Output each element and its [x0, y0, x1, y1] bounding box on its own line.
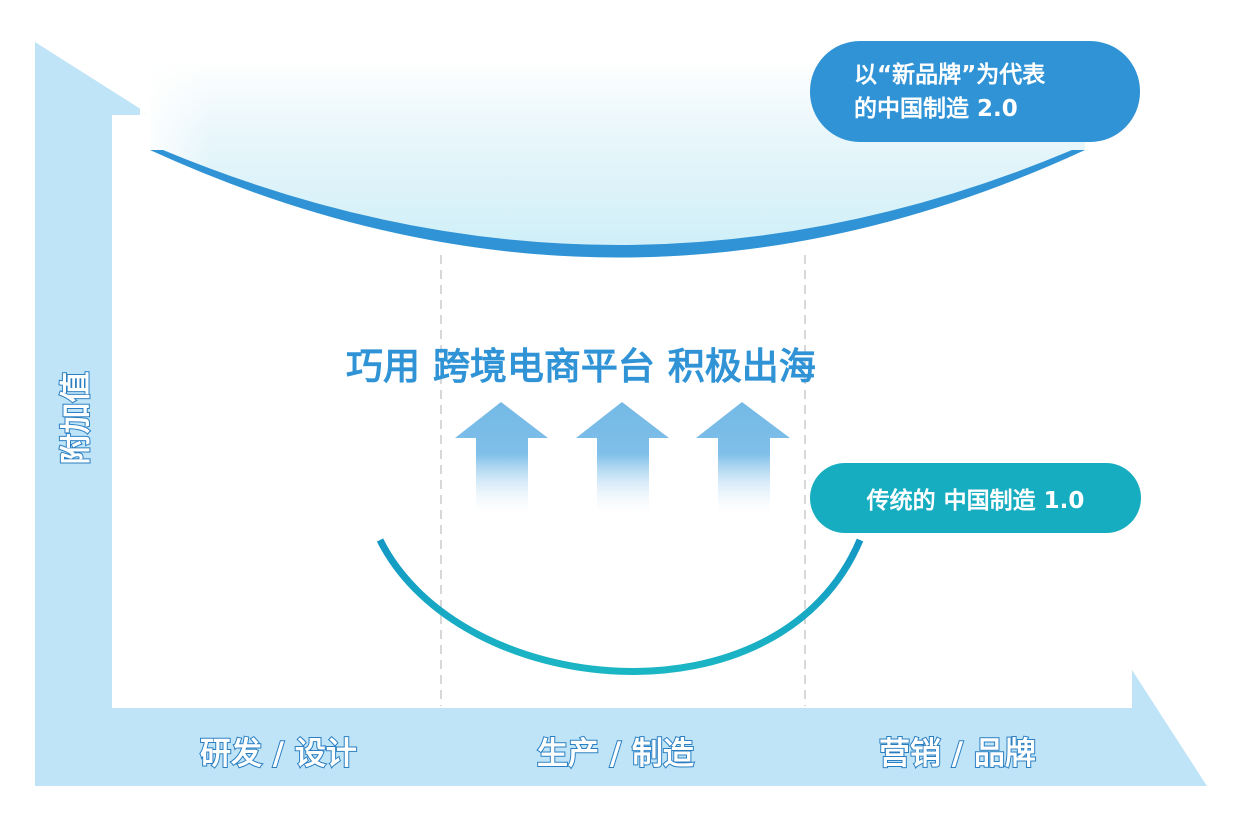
up-arrow-1 — [455, 402, 548, 518]
up-arrow-3 — [696, 402, 790, 518]
curve-1-0 — [376, 538, 864, 675]
label-china-manufacturing-2-0: 以“新品牌”为代表 的中国制造 2.0 — [810, 41, 1140, 142]
x-axis-label-rd-design: 研发 / 设计 — [199, 735, 358, 773]
x-axis-arrow — [35, 670, 1207, 786]
headline: 巧用 跨境电商平台 积极出海 — [346, 345, 816, 388]
up-arrow-2 — [576, 402, 669, 518]
label-text: 传统的 中国制造 1.0 — [866, 488, 1085, 514]
x-axis-label-production: 生产 / 制造 — [536, 735, 695, 773]
label-line-1: 以“新品牌”为代表 — [854, 61, 1046, 88]
y-axis-label: 附加值 — [58, 371, 96, 466]
y-axis-arrow — [35, 42, 150, 708]
x-axis-label-marketing-brand: 营销 / 品牌 — [878, 735, 1037, 773]
label-line-2: 的中国制造 2.0 — [854, 95, 1018, 122]
label-china-manufacturing-1-0: 传统的 中国制造 1.0 — [810, 463, 1141, 533]
